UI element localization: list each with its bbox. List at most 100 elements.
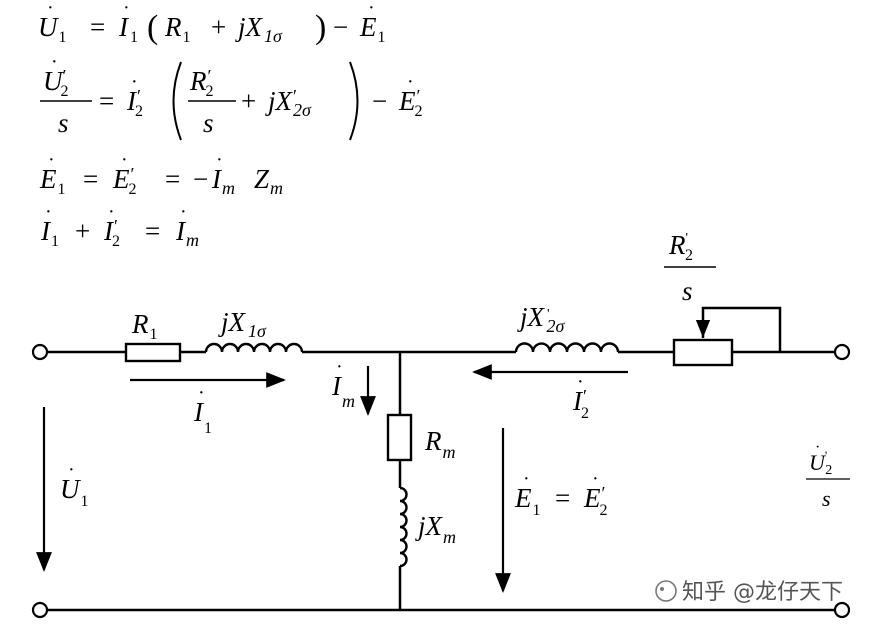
label-U2s-dot: · [815,439,820,456]
eq1-E-sub: 1 [378,29,386,46]
label-Im: I [331,371,343,401]
eq2-E-dot: · [407,71,414,93]
inductor-X2 [514,342,620,353]
label-R2s: R [668,230,686,260]
label-E1-sub: 1 [533,502,541,519]
svg-text:I′2: I′2 [126,86,143,120]
eq3-E2-dot: · [121,149,128,171]
eq1-E-dot: · [368,0,375,19]
label-Xm-sub: m [443,527,456,547]
watermark-logo-icon-eye [660,587,664,591]
eq2-big-lparen [172,61,182,141]
eq1-E: E [359,12,377,42]
eq1-R: R [164,12,182,42]
eq2-I-sub: 2 [135,103,143,120]
label-E1: E [514,483,532,513]
eq2-num-U-sub: 2 [60,83,68,100]
eq4-Im-dot: · [180,201,187,223]
label-Xm: jX [415,511,444,541]
svg-text:E1: E1 [39,164,66,198]
eq1-U-sub: 1 [59,29,67,46]
eq4-I1-dot: · [45,201,52,223]
eq3-E2-prime: ′ [131,164,135,184]
eq3-neg: − [193,164,208,194]
label-E1-dot: · [523,468,530,490]
label-I2-prime: ′ [583,386,587,406]
eq2-num-U-prime: ′ [63,66,67,86]
eq1-R-sub: 1 [183,29,191,46]
label-U2s-prime: ' [825,448,827,463]
eq3-E2: E [112,164,130,194]
eq4-I2: I [103,216,115,246]
watermark-text: 知乎 @龙仔天下 [682,580,843,605]
eq4-Im-sub: m [186,230,199,250]
svg-text:jXm: jXm [415,511,456,547]
label-Im-sub: m [342,391,355,411]
svg-text:Rm: Rm [424,426,456,462]
eq1-eq: = [90,12,105,42]
eq1-I-sub: 1 [130,29,138,46]
label-X2: jX [517,302,546,332]
svg-text:jX'2σ: jX'2σ [517,302,566,336]
eq3-E1-dot: · [48,149,55,171]
eq2-eq: = [99,86,114,116]
label-E2-prime: ′ [602,483,606,503]
svg-text:I1: I1 [193,397,212,437]
eq1-U-dot: · [47,0,54,19]
svg-text:I′2: I′2 [103,216,120,250]
label-U1-dot: · [68,459,75,481]
eq1-X-sub: 1σ [264,26,283,46]
components [124,338,734,568]
eq4-I2-sub: 2 [112,233,120,250]
eq2-big-rparen [349,61,359,141]
label-I1: I [193,397,205,427]
eq1-rparen: ) [315,9,326,46]
arrows [36,364,628,593]
svg-text:I1: I1 [40,216,59,250]
eq2-R-den: s [203,108,214,138]
eq2-num-U-dot: · [51,51,58,73]
eq2-E-prime: ′ [417,86,421,106]
eq2-R-prime: ′ [208,66,212,86]
resistor-Rm [386,413,413,462]
eq1-lparen: ( [147,9,158,46]
eq4-eq: = [145,216,160,246]
watermark-logo-icon [655,580,677,602]
svg-text:Im: Im [175,216,199,250]
eq2-X-sub: 2σ [293,100,312,120]
eq3-I-dot: · [216,149,223,171]
eq2-den-s: s [58,108,69,138]
eq3-Z: Z [254,164,270,194]
equation-2: U′2 · s = I′2 · R′2 s + jX′2σ − E′2 · [40,51,422,141]
svg-text:U1: U1 [38,12,67,46]
eq4-I1-sub: 1 [51,233,59,250]
circuit-wires [48,306,835,612]
label-Im-dot: · [336,356,343,378]
eq2-X-prime: ′ [293,86,297,106]
label-I2: I [572,386,584,416]
svg-text:E′2: E′2 [398,86,422,120]
label-X1-sub: 1σ [248,321,267,341]
eq1-plus: + [211,12,226,42]
label-E2-sub: 2 [599,502,607,519]
eq1-jX: jX [235,12,264,42]
eq2-jX: jX [265,86,294,116]
inductor-Xm [399,486,408,568]
svg-text:Im: Im [211,164,235,198]
label-U2s-den: s [822,486,831,511]
eq3-eq1: = [83,164,98,194]
eq4-I2-prime: ′ [114,216,118,236]
svg-text:R1: R1 [164,12,191,46]
label-U2s-sub: 2 [825,463,832,478]
label-I2-sub: 2 [581,405,589,422]
eq2-plus: + [241,86,256,116]
eq1-minus: − [333,12,348,42]
label-U1: U [60,474,81,504]
terminal-bottom-right [833,601,851,619]
svg-text:R'2: R'2 [668,230,693,264]
eq1-I: I [118,12,130,42]
label-E2-dot: · [592,468,599,490]
label-U2s: U [809,450,827,475]
